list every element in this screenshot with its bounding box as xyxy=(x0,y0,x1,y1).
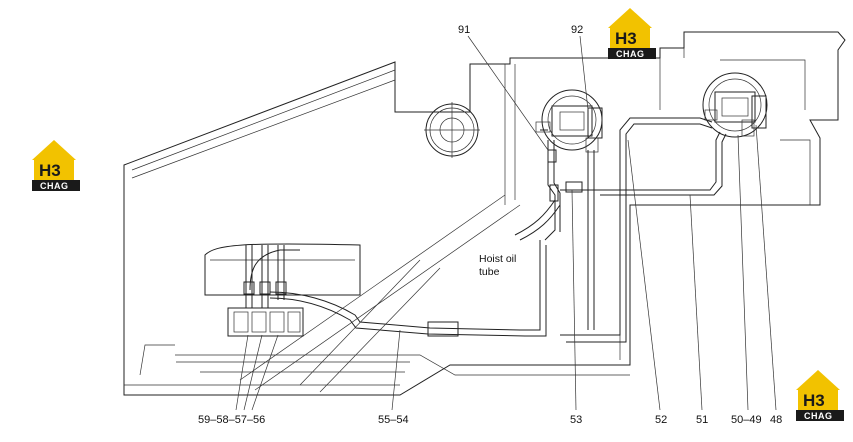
callouts: 91 92 59–58–57–56 55–54 53 52 51 50–49 4… xyxy=(198,24,782,426)
callout-59-58-57-56: 59–58–57–56 xyxy=(198,414,265,426)
logo-bottom-right: H3 CHAG xyxy=(796,370,844,421)
logo-left-letters: H3 xyxy=(39,161,61,180)
callout-91: 91 xyxy=(458,24,470,36)
pivot-boss xyxy=(424,102,480,158)
note-line-2: tube xyxy=(479,266,500,278)
callout-53: 53 xyxy=(570,414,582,426)
logo-top-letters: H3 xyxy=(615,29,637,48)
logo-left-word: CHAG xyxy=(40,181,69,191)
callout-51: 51 xyxy=(696,414,708,426)
logo-bottom-right-letters: H3 xyxy=(803,391,825,410)
logo-bottom-right-word: CHAG xyxy=(804,411,833,421)
hydraulic-tubes xyxy=(249,117,727,343)
callout-55-54: 55–54 xyxy=(378,414,409,426)
frame-outline xyxy=(123,31,846,396)
note-line-1: Hoist oil xyxy=(479,253,516,265)
hoist-oil-tube-note: Hoist oil tube xyxy=(479,253,516,278)
logo-top: H3 CHAG xyxy=(608,8,656,59)
valve-block xyxy=(204,243,361,337)
winch-assembly-left xyxy=(535,89,603,153)
callout-92: 92 xyxy=(571,24,583,36)
callout-50-49: 50–49 xyxy=(731,414,762,426)
logo-left: H3 CHAG xyxy=(32,140,80,191)
callout-48: 48 xyxy=(770,414,782,426)
winch-assembly-right xyxy=(702,72,768,138)
leader-lines xyxy=(235,35,777,411)
callout-52: 52 xyxy=(655,414,667,426)
logo-top-word: CHAG xyxy=(616,49,645,59)
